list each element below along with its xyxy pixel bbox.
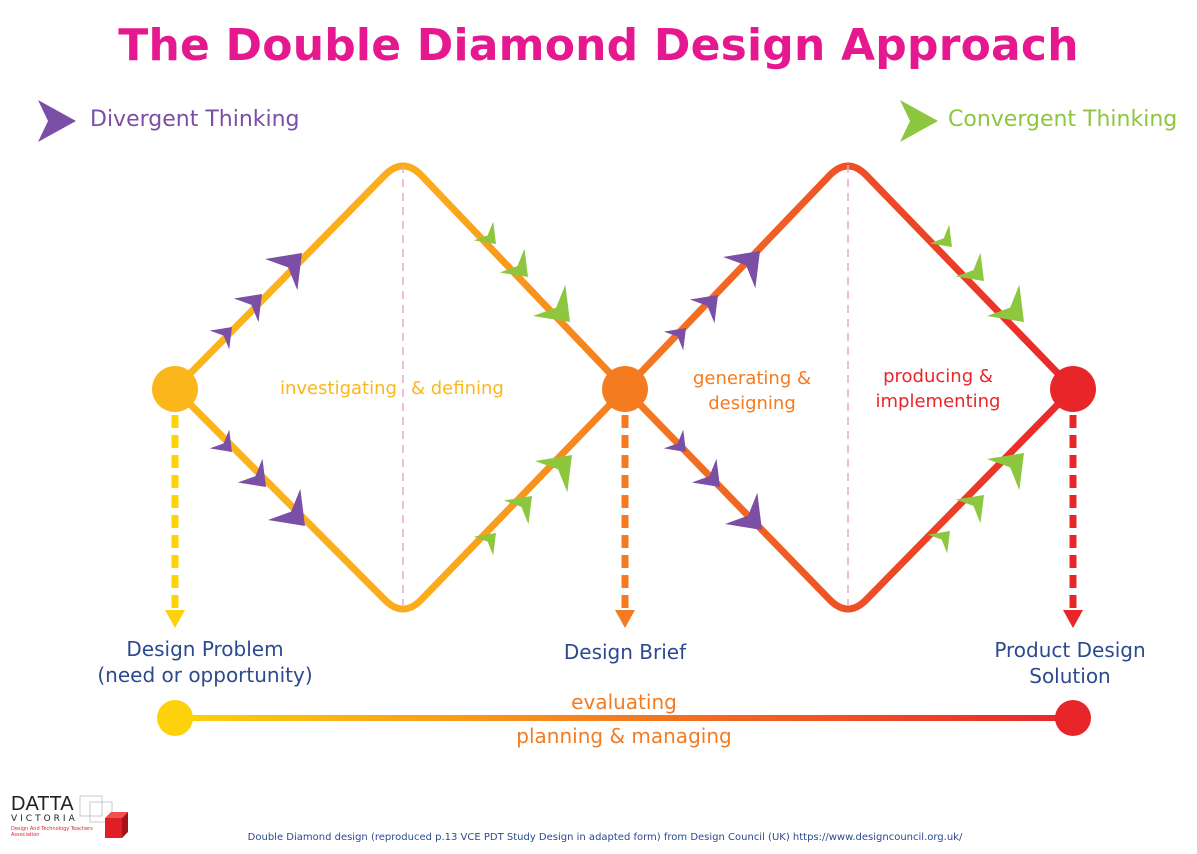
brief-arrow xyxy=(615,610,635,628)
phase-label-deliver: producing & implementing xyxy=(868,364,1008,414)
output-design-problem: Design Problem (need or opportunity) xyxy=(85,636,325,688)
design-problem-line2: (need or opportunity) xyxy=(97,663,313,687)
diamond-1 xyxy=(171,162,629,613)
timeline-planning: planning & managing xyxy=(516,724,732,748)
solution-line1: Product Design xyxy=(994,638,1146,662)
problem-arrow xyxy=(165,610,185,628)
logo-name: DATTA xyxy=(11,793,74,815)
solution-arrow xyxy=(1063,610,1083,628)
timeline-start xyxy=(157,700,193,736)
divergent-legend-icon xyxy=(38,100,76,142)
output-product-solution: Product Design Solution xyxy=(980,637,1160,689)
design-problem-line1: Design Problem xyxy=(126,637,284,661)
phase-label-investigating: investigating xyxy=(280,378,397,399)
phase-label-develop: generating & designing xyxy=(682,366,822,416)
logo-subtitle: Design And Technology Teachers Associati… xyxy=(11,826,93,838)
phase-deliver-line2: implementing xyxy=(875,391,1001,412)
timeline-end xyxy=(1055,700,1091,736)
brief-node xyxy=(602,366,648,412)
timeline-evaluating: evaluating xyxy=(571,690,677,714)
logo-cube-graphic xyxy=(79,795,128,838)
phase-develop-line2: designing xyxy=(708,393,796,414)
output-design-brief: Design Brief xyxy=(563,640,687,664)
divergent-legend-label: Divergent Thinking xyxy=(90,107,300,132)
phase-deliver-line1: producing & xyxy=(883,366,993,387)
convergent-legend-label: Convergent Thinking xyxy=(948,107,1178,132)
page-title: The Double Diamond Design Approach xyxy=(118,20,1079,71)
credit-footnote: Double Diamond design (reproduced p.13 V… xyxy=(247,832,963,843)
phase-label-defining: & defining xyxy=(411,378,504,399)
solution-node xyxy=(1050,366,1096,412)
solution-line2: Solution xyxy=(1029,664,1111,688)
convergent-legend-icon xyxy=(900,100,938,142)
phase-develop-line1: generating & xyxy=(692,368,812,389)
start-node xyxy=(152,366,198,412)
logo-region: VICTORIA xyxy=(11,814,78,824)
